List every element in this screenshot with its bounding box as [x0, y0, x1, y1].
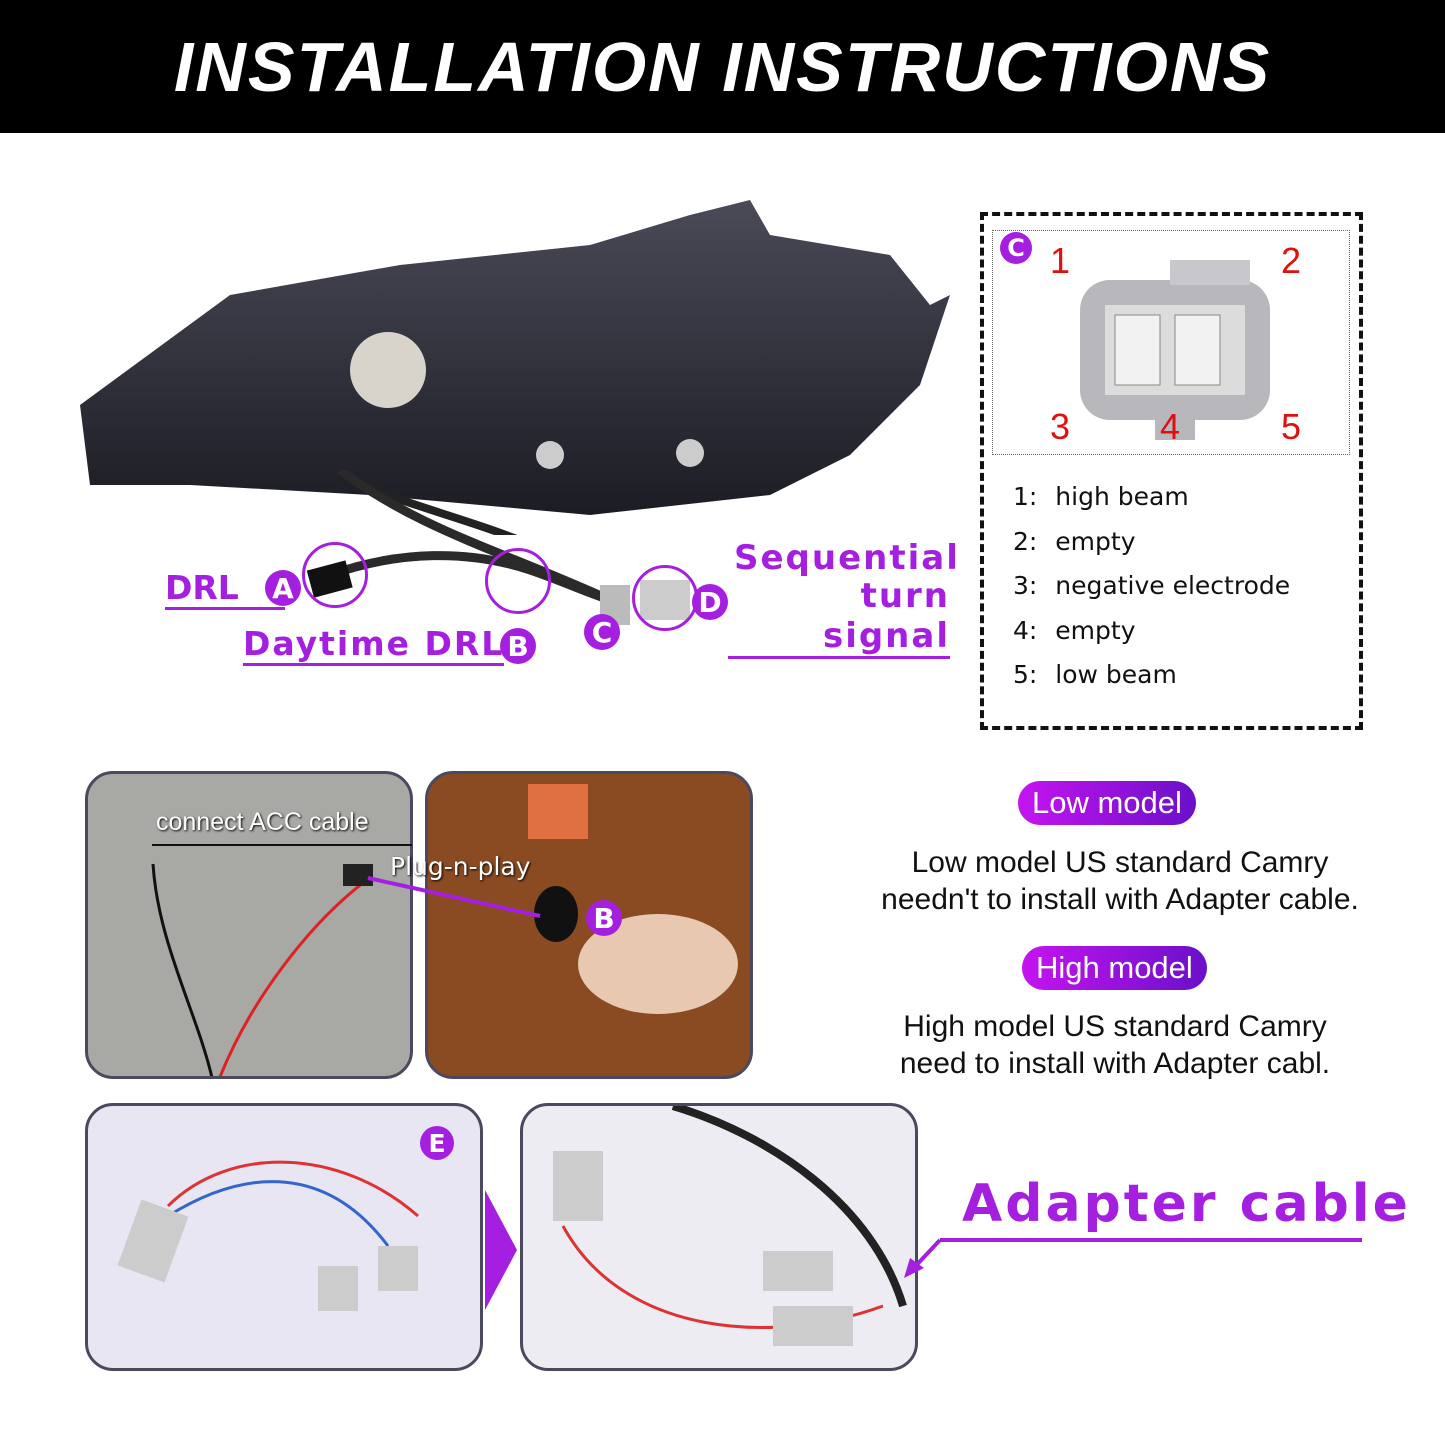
pin-item: 1: high beam	[1013, 482, 1290, 527]
adapter-cable-photo	[85, 1103, 483, 1371]
low-model-line1: Low model US standard Camry	[911, 846, 1329, 879]
low-model-pill: Low model	[1018, 781, 1196, 825]
pin-item: 4: empty	[1013, 616, 1290, 661]
callout-circle-b	[485, 548, 551, 614]
pin-item: 3: negative electrode	[1013, 571, 1290, 616]
connector-pinout-box	[980, 212, 1363, 730]
high-model-line1: High model US standard Camry	[903, 1010, 1327, 1043]
pin-desc: negative electrode	[1055, 571, 1291, 600]
pin-number-4: 4	[1160, 406, 1181, 447]
pin-desc: high beam	[1055, 482, 1189, 511]
acc-leader-line	[152, 844, 412, 846]
pin-number-3: 3	[1050, 406, 1071, 447]
installed-adapter-photo	[520, 1103, 918, 1371]
high-model-description: High model US standard Camry need to inst…	[835, 1008, 1395, 1082]
photo-badge-b: B	[586, 900, 622, 936]
pin-list: 1: high beam 2: empty 3: negative electr…	[1013, 482, 1290, 705]
high-model-pill: High model	[1022, 946, 1207, 990]
adapter-pointer-arrow	[904, 1238, 1362, 1278]
pin-item: 5: low beam	[1013, 660, 1290, 705]
pin-number-5: 5	[1281, 406, 1302, 447]
pin-desc: empty	[1055, 526, 1136, 556]
low-model-line2: needn't to install with Adapter cable.	[881, 883, 1359, 916]
drl-label: DRL	[165, 568, 285, 610]
connector-image-frame	[992, 230, 1350, 455]
photo-badge-e: E	[420, 1126, 454, 1160]
pin-num: 4:	[1013, 615, 1038, 645]
pin-number-1: 1	[1050, 240, 1071, 281]
badge-a: A	[265, 570, 301, 606]
next-arrow-icon	[485, 1190, 517, 1310]
plug-n-play-photo	[425, 771, 753, 1079]
low-model-description: Low model US standard Camry needn't to in…	[840, 844, 1400, 918]
badge-c: C	[584, 614, 620, 650]
pin-item: 2: empty	[1013, 527, 1290, 572]
pin-desc: low beam	[1055, 660, 1177, 689]
pin-num: 5:	[1013, 660, 1038, 689]
acc-cable-photo	[85, 771, 413, 1079]
badge-b: B	[500, 628, 536, 664]
badge-d: D	[692, 584, 728, 620]
daytime-drl-label: Daytime DRL	[243, 624, 505, 666]
pin-num: 1:	[1013, 482, 1038, 511]
page-title: INSTALLATION INSTRUCTIONS	[173, 27, 1272, 106]
connector-image	[1080, 260, 1270, 440]
title-banner: INSTALLATION INSTRUCTIONS	[0, 0, 1445, 133]
acc-cable-label: connect ACC cable	[156, 808, 369, 836]
connector-badge-c: C	[1000, 232, 1032, 264]
plug-n-play-label: Plug-n-play	[390, 852, 531, 881]
plug-arrow	[367, 876, 541, 918]
pin-number-2: 2	[1281, 240, 1302, 281]
pin-num: 3:	[1013, 571, 1038, 600]
high-model-line2: need to install with Adapter cabl.	[899, 1047, 1331, 1080]
turn-signal-label: turn signal	[728, 576, 950, 659]
pin-num: 2:	[1013, 526, 1038, 556]
sequential-label: Sequential	[734, 538, 960, 578]
pin-desc: empty	[1055, 615, 1136, 645]
callout-circle-d	[632, 565, 698, 631]
callout-circle-a	[302, 542, 368, 608]
adapter-cable-label: Adapter cable	[962, 1174, 1411, 1234]
